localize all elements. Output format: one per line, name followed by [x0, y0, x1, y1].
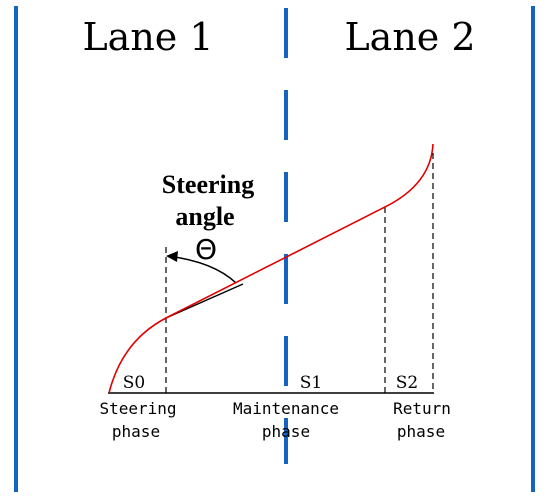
- phase-label-return-line1: Return: [393, 399, 451, 418]
- phase-label-maintenance-line2: phase: [262, 422, 310, 441]
- vehicle-trajectory-curve: [108, 143, 434, 394]
- phase-label-steering-line1: Steering: [99, 399, 176, 418]
- segment-label-s1: S1: [300, 373, 322, 393]
- phase-label-steering-line2: phase: [112, 422, 160, 441]
- steering-angle-label-line2: angle: [175, 202, 234, 231]
- segment-label-s0: S0: [123, 373, 145, 393]
- steering-angle-label-line1: Steering: [162, 170, 254, 199]
- phase-label-return-line2: phase: [397, 422, 445, 441]
- segment-label-s2: S2: [396, 373, 418, 393]
- theta-symbol: Θ: [195, 233, 217, 266]
- lane-1-title: Lane 1: [82, 15, 213, 59]
- lane-2-title: Lane 2: [344, 15, 475, 59]
- phase-label-maintenance-line1: Maintenance: [233, 399, 339, 418]
- arc-arrowhead-icon: [166, 251, 178, 262]
